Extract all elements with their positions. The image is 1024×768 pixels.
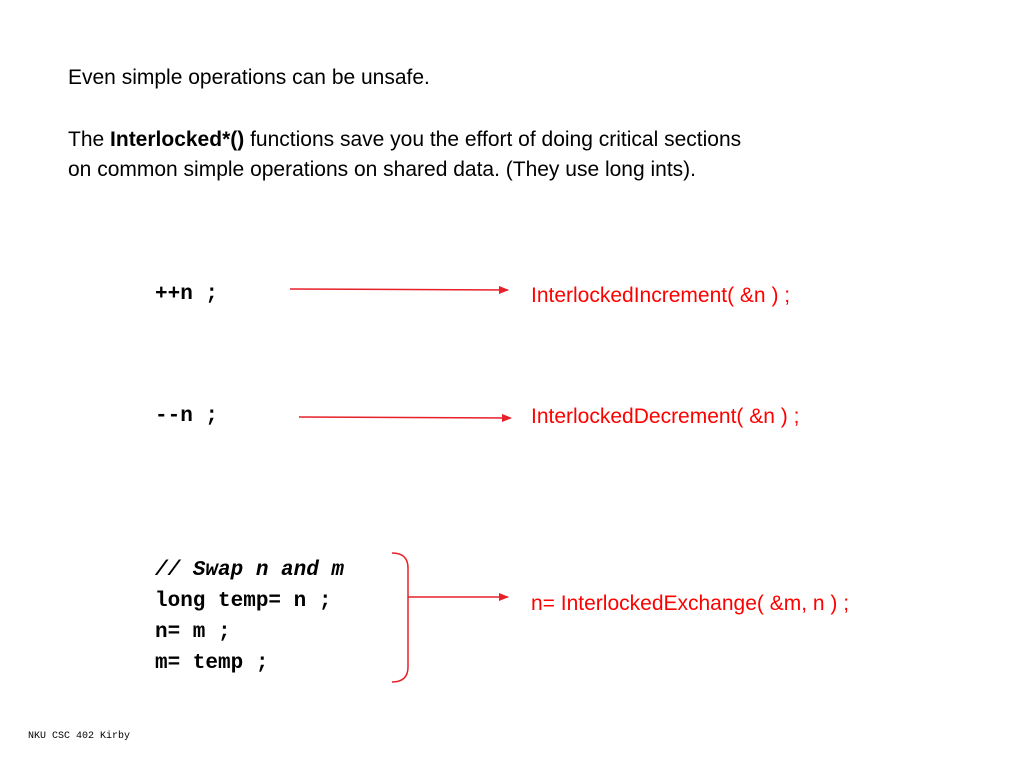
intro-line-2-suffix: functions save you the effort of doing c…: [244, 128, 742, 151]
code-line: long temp= n ;: [155, 590, 332, 613]
footer-credit: NKU CSC 402 Kirby: [28, 731, 131, 742]
arrow-decrement: [298, 413, 512, 422]
code-line: ++n ;: [155, 283, 219, 306]
intro-line-3: on common simple operations on shared da…: [68, 158, 697, 181]
intro-line-2-prefix: The: [68, 128, 111, 151]
interlocked-keyword: Interlocked*(): [110, 128, 245, 151]
arrow-increment: [289, 285, 509, 294]
result-exchange: n= InterlockedExchange( &m, n ) ;: [531, 592, 850, 615]
code-swap-block: // Swap n and m long temp= n ; n= m ; m=…: [155, 555, 344, 679]
code-increment: ++n ;: [155, 279, 218, 310]
code-line: --n ;: [155, 405, 219, 428]
result-increment: InterlockedIncrement( &n ) ;: [531, 284, 791, 307]
code-line: n= m ;: [155, 621, 231, 644]
intro-line-2: The Interlocked*() functions save you th…: [68, 125, 968, 155]
code-comment: // Swap n and m: [155, 559, 345, 582]
intro-line-1: Even simple operations can be unsafe.: [68, 66, 430, 89]
result-decrement: InterlockedDecrement( &n ) ;: [531, 405, 800, 428]
code-line: m= temp ;: [155, 652, 269, 675]
intro-text: Even simple operations can be unsafe. Th…: [68, 63, 968, 185]
code-decrement: --n ;: [155, 401, 218, 432]
bracket-swap: [391, 552, 409, 683]
